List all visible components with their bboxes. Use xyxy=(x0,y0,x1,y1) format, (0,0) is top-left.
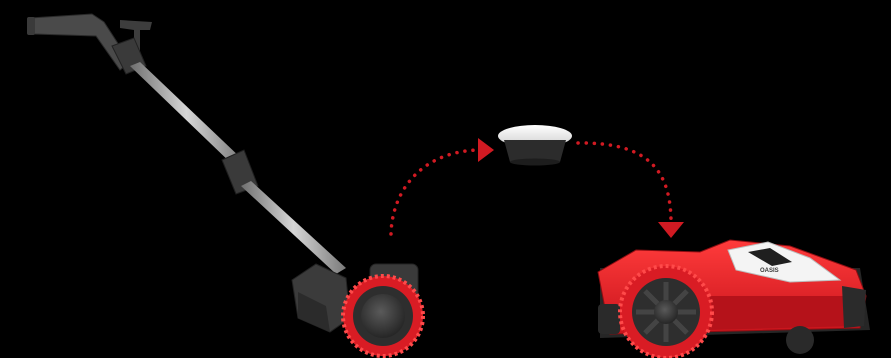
drive-wheel xyxy=(618,264,714,358)
upper-pole xyxy=(130,62,243,166)
front-wheel xyxy=(786,326,814,354)
handle-grip xyxy=(29,13,131,71)
handle-end-cap xyxy=(27,17,35,35)
antenna-base xyxy=(504,140,566,162)
mower-brand-label: OASIS xyxy=(760,268,779,274)
dotted-arrow-to-antenna xyxy=(389,138,494,236)
front-grille xyxy=(842,286,866,328)
lower-pole xyxy=(241,181,346,274)
rear-caster xyxy=(598,304,620,334)
robotic-lawn-mower: OASIS xyxy=(597,239,870,358)
handheld-mapping-unit xyxy=(27,13,425,358)
arrowhead-right xyxy=(478,138,494,162)
phone-holder xyxy=(120,20,152,52)
mower-display xyxy=(748,248,792,266)
measuring-wheel xyxy=(341,274,425,358)
rtk-antenna xyxy=(498,125,572,166)
dotted-arrow-to-mower xyxy=(576,141,684,238)
arrowhead-down xyxy=(658,222,684,238)
unit-body-shadow xyxy=(298,292,330,332)
